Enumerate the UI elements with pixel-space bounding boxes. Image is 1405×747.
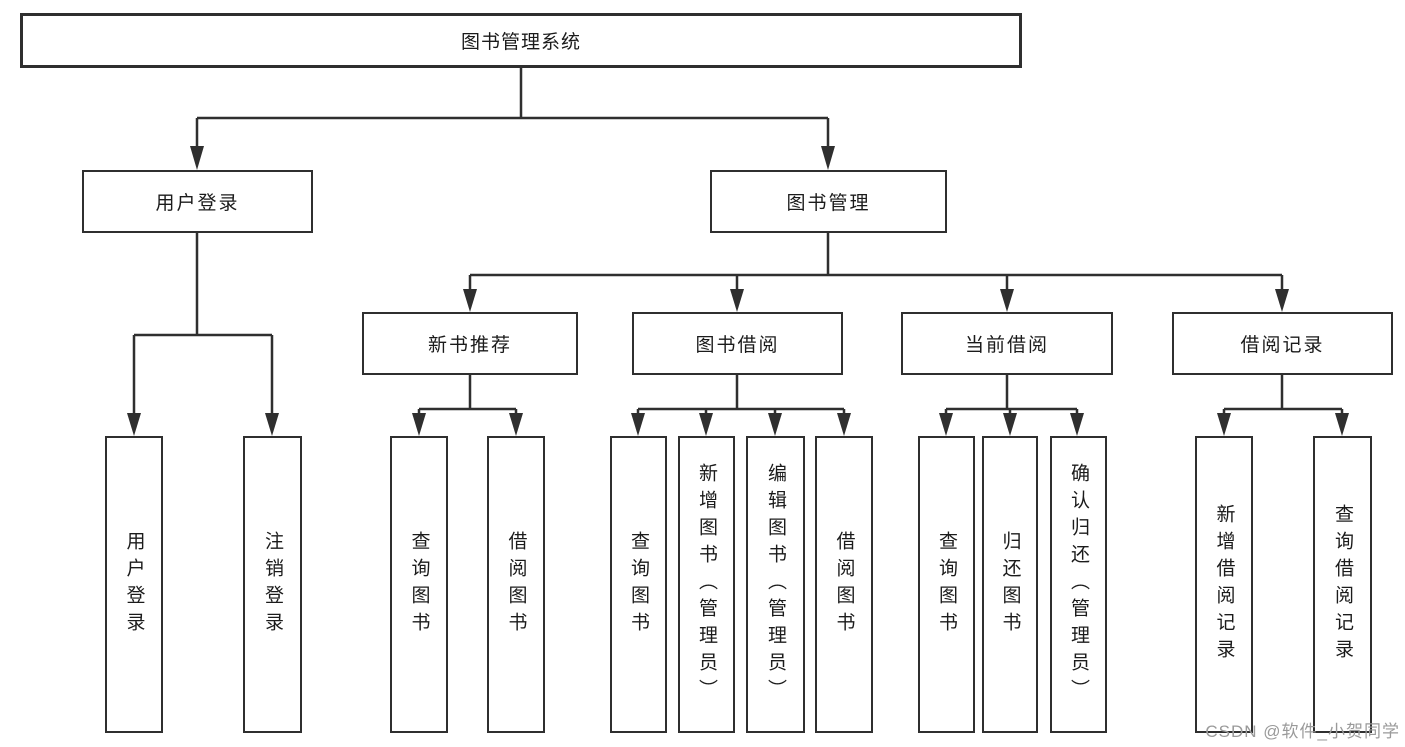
node-label: 图书管理: [786, 193, 871, 214]
node-label: 查询图书: [628, 530, 649, 639]
node-label: 归还图书: [999, 530, 1021, 639]
leaf-confirm-return-admin: 确认归还（管理员）: [1050, 436, 1107, 733]
leaf-borrow-book: 借阅图书: [815, 436, 873, 733]
leaf-query-books-borrow: 查询图书: [610, 436, 667, 733]
leaf-query-books-recommend: 查询图书: [390, 436, 448, 733]
leaf-logout: 注销登录: [243, 436, 302, 733]
leaf-borrow-books-recommend: 借阅图书: [487, 436, 545, 733]
node-label: 新增借阅记录: [1213, 503, 1235, 666]
node-label: 查询图书: [936, 530, 957, 639]
node-label: 查询图书: [408, 530, 430, 639]
node-label: 用户登录: [155, 193, 240, 214]
node-label: 查询借阅记录: [1332, 503, 1353, 666]
node-borrowing-records: 借阅记录: [1172, 312, 1393, 375]
node-library-management-system: 图书管理系统: [20, 13, 1022, 68]
leaf-user-login: 用户登录: [105, 436, 163, 733]
leaf-add-borrow-record: 新增借阅记录: [1195, 436, 1253, 733]
node-user-login: 用户登录: [82, 170, 313, 233]
node-label: 注销登录: [262, 530, 283, 639]
node-label: 当前借阅: [964, 335, 1049, 356]
node-label: 图书管理系统: [460, 32, 581, 53]
node-label: 图书借阅: [695, 335, 780, 356]
node-label: 借阅图书: [833, 530, 855, 639]
node-label: 新书推荐: [427, 335, 512, 356]
node-label: 借阅图书: [505, 530, 527, 639]
node-label: 用户登录: [123, 530, 145, 639]
node-label: 新增图书（管理员）: [696, 463, 717, 706]
node-current-borrowing: 当前借阅: [901, 312, 1113, 375]
node-label: 借阅记录: [1240, 335, 1325, 356]
leaf-query-borrow-record: 查询借阅记录: [1313, 436, 1372, 733]
node-book-management: 图书管理: [710, 170, 947, 233]
leaf-query-books-current: 查询图书: [918, 436, 975, 733]
csdn-watermark: CSDN @软件_小贺同学: [1205, 722, 1400, 741]
node-book-borrowing: 图书借阅: [632, 312, 843, 375]
node-new-book-recommendation: 新书推荐: [362, 312, 578, 375]
leaf-return-book: 归还图书: [982, 436, 1038, 733]
node-label: 编辑图书（管理员）: [765, 463, 786, 706]
leaf-edit-book-admin: 编辑图书（管理员）: [746, 436, 805, 733]
leaf-add-book-admin: 新增图书（管理员）: [678, 436, 735, 733]
node-label: 确认归还（管理员）: [1068, 463, 1089, 706]
